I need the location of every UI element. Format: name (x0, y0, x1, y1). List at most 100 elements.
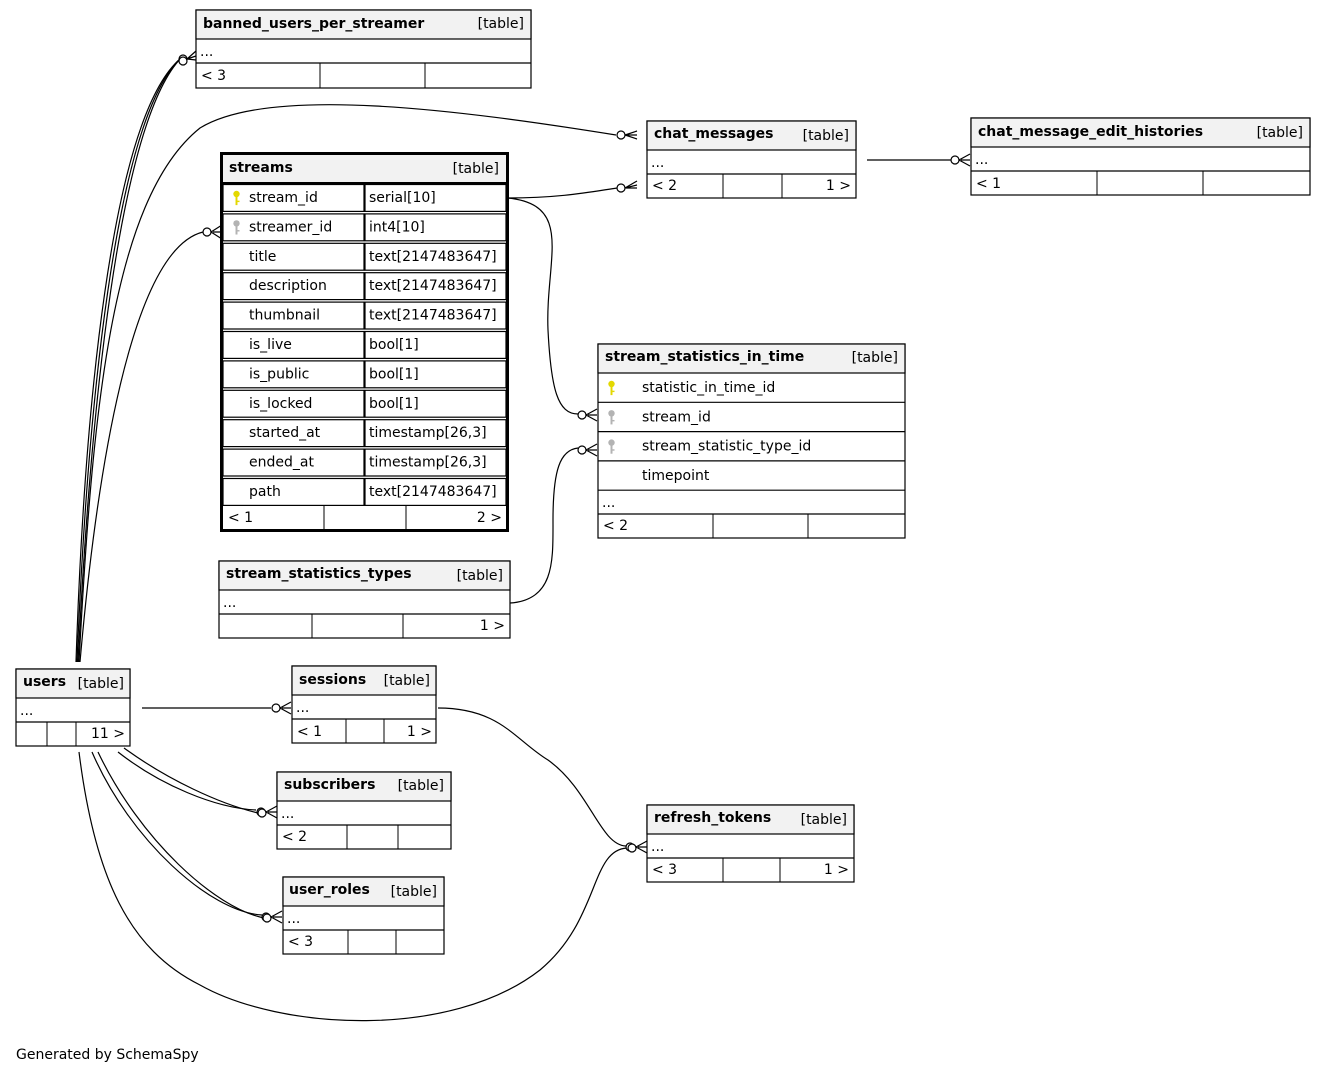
footer-children: 1 > (826, 178, 851, 194)
columns-ellipsis: ... (223, 595, 236, 611)
edge-users-roles-1 (91, 751, 263, 916)
columns-ellipsis: ... (287, 911, 300, 927)
column-row-stream_id: stream_id (598, 409, 905, 433)
edge-users-subscribers-2 (123, 747, 259, 814)
table-name: chat_messages (654, 126, 773, 142)
footer-parents: < 2 (282, 829, 307, 845)
crow-foot-banned (178, 50, 197, 66)
table-tag: [table] (391, 884, 437, 900)
footer-children: 11 > (91, 726, 125, 742)
column-row-is_live: is_live bool[1] (222, 330, 507, 359)
table-name: stream_statistics_in_time (605, 349, 804, 365)
column-type: bool[1] (369, 366, 419, 382)
table-name: user_roles (289, 882, 370, 898)
crow-foot-chat-messages-2 (616, 180, 638, 193)
table-tag: [table] (398, 778, 444, 794)
columns-ellipsis: ... (20, 703, 33, 719)
table-users[interactable]: users [table] ... 11 > (15, 668, 131, 747)
column-name: stream_id (249, 190, 318, 206)
column-name: timepoint (642, 468, 710, 484)
column-row-thumbnail: thumbnail text[2147483647] (222, 301, 507, 330)
table-stream-statistics-types[interactable]: stream_statistics_types [table] ... 1 > (218, 560, 511, 639)
table-tag: [table] (384, 673, 430, 689)
table-chat-message-edit-histories[interactable]: chat_message_edit_histories [table] ... … (970, 117, 1311, 196)
column-name: statistic_in_time_id (642, 380, 775, 396)
table-tag: [table] (457, 568, 503, 584)
edge-users-chat-messages (78, 104, 617, 663)
column-type: bool[1] (369, 337, 419, 353)
table-name: stream_statistics_types (226, 566, 412, 582)
table-subscribers[interactable]: subscribers [table] ... < 2 (276, 771, 452, 850)
table-name: streams (229, 160, 293, 176)
column-type: int4[10] (369, 219, 425, 235)
crow-foot-edit-histories (950, 153, 971, 167)
column-name: thumbnail (249, 308, 320, 324)
footer-children: 2 > (477, 510, 502, 526)
column-type: timestamp[26,3] (369, 455, 487, 471)
relationship-edges (75, 54, 951, 1022)
columns-ellipsis: ... (200, 44, 213, 60)
edge-users-banned-3 (77, 54, 185, 663)
table-tag: [table] (78, 676, 124, 692)
table-tag: [table] (852, 350, 898, 366)
columns-ellipsis: ... (602, 495, 615, 511)
column-name: is_live (249, 337, 292, 353)
table-name: sessions (299, 672, 366, 688)
table-name: banned_users_per_streamer (203, 16, 424, 32)
footer-children: 1 > (480, 618, 505, 634)
columns-ellipsis: ... (651, 155, 664, 171)
column-type: text[2147483647] (369, 249, 497, 265)
table-tag: [table] (453, 161, 499, 177)
table-refresh-tokens[interactable]: refresh_tokens [table] ... < 3 1 > (646, 804, 855, 883)
column-type: serial[10] (369, 190, 436, 206)
table-sessions[interactable]: sessions [table] ... < 1 1 > (291, 665, 437, 744)
column-type: bool[1] (369, 396, 419, 412)
footer-parents: < 3 (652, 862, 677, 878)
table-tag: [table] (1257, 125, 1303, 141)
edge-markers (178, 50, 971, 924)
column-name: description (249, 278, 327, 294)
edge-types-statistics (509, 447, 579, 604)
table-banned-users-per-streamer[interactable]: banned_users_per_streamer [table] ... < … (195, 9, 532, 89)
crow-foot-refresh-tokens (625, 840, 648, 854)
table-name: subscribers (284, 777, 375, 793)
edge-sessions-refresh-tokens (437, 707, 627, 847)
columns-ellipsis: ... (296, 700, 309, 716)
column-name: stream_id (642, 409, 711, 425)
edge-users-refresh-tokens (78, 751, 628, 1022)
footer-parents: < 1 (976, 176, 1001, 192)
generated-by-footer: Generated by SchemaSpy (16, 1047, 199, 1063)
table-chat-messages[interactable]: chat_messages [table] ... < 2 1 > (646, 120, 857, 199)
table-name: refresh_tokens (654, 810, 771, 826)
column-type: timestamp[26,3] (369, 425, 487, 441)
table-name: chat_message_edit_histories (978, 124, 1203, 140)
column-type: text[2147483647] (369, 308, 497, 324)
table-user-roles[interactable]: user_roles [table] ... < 3 (282, 876, 445, 955)
crow-foot-statistics-stream (577, 408, 598, 422)
edge-users-roles-2 (97, 751, 265, 919)
table-tag: [table] (801, 812, 847, 828)
column-name: is_public (249, 366, 309, 382)
crow-foot-sessions (271, 701, 292, 715)
columns-ellipsis: ... (651, 839, 664, 855)
crow-foot-streams (202, 224, 223, 240)
column-type: text[2147483647] (369, 278, 497, 294)
columns-ellipsis: ... (281, 806, 294, 822)
footer-parents: < 1 (297, 724, 322, 740)
edge-streams-statistics (507, 197, 579, 415)
table-stream-statistics-in-time[interactable]: stream_statistics_in_time [table] statis… (597, 343, 906, 539)
column-name: title (249, 249, 276, 265)
edge-users-subscribers-1 (117, 751, 257, 811)
table-tag: [table] (803, 128, 849, 144)
edge-users-streams (79, 231, 204, 663)
footer-parents: < 2 (652, 178, 677, 194)
crow-foot-statistics-type (577, 443, 598, 457)
table-tag: [table] (478, 16, 524, 32)
